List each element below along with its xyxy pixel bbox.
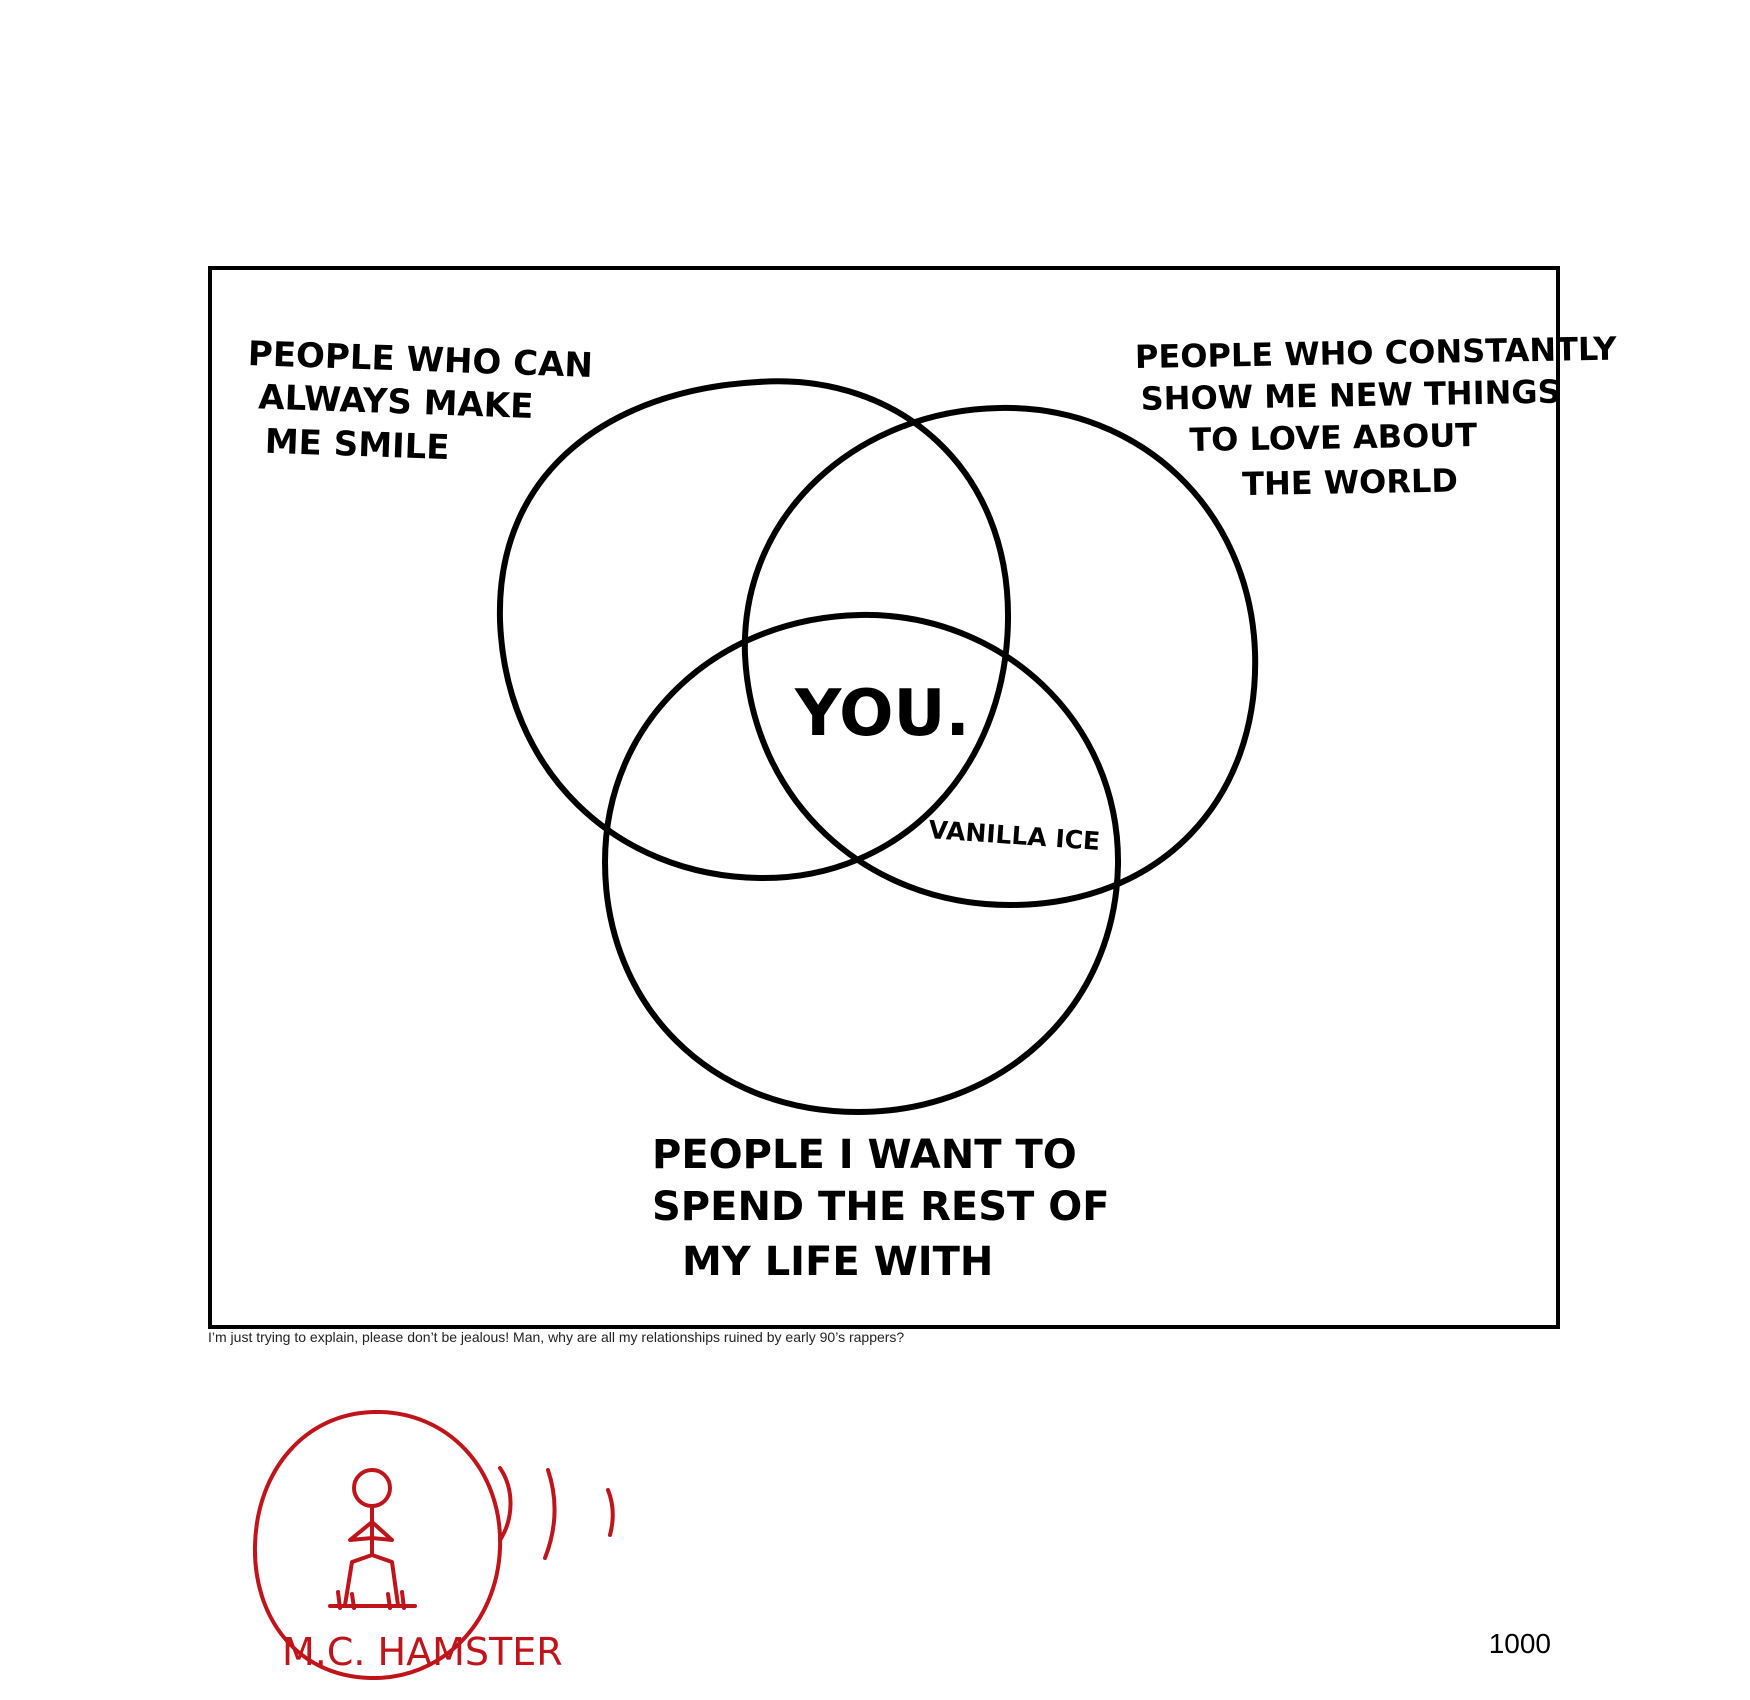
venn-label-rest-of-life: PEOPLE I WANT TO SPEND THE REST OF MY LI…: [652, 1132, 1123, 1285]
page-number: 1000: [1489, 1628, 1551, 1659]
venn-diagram: [496, 378, 1259, 1115]
venn-label-new-things-line-4: THE WORLD: [1242, 461, 1458, 503]
venn-label-smile-line-3: ME SMILE: [264, 422, 450, 468]
venn-label-new-things-line-1: PEOPLE WHO CONSTANTLY: [1135, 330, 1618, 376]
motion-line-icon: [606, 1488, 615, 1537]
venn-center-label: YOU.: [794, 677, 970, 751]
venn-label-new-things-line-2: SHOW ME NEW THINGS: [1140, 373, 1561, 418]
venn-label-rest-of-life-line-1: PEOPLE I WANT TO: [652, 1132, 1077, 1178]
venn-circle-rest-of-life: [602, 611, 1122, 1115]
motion-line-icon: [543, 1468, 557, 1560]
hamster-logo: [252, 1409, 615, 1681]
venn-label-rest-of-life-line-2: SPEND THE REST OF: [652, 1184, 1110, 1230]
hamster-wheel-icon: [252, 1409, 503, 1681]
venn-label-new-things: PEOPLE WHO CONSTANTLY SHOW ME NEW THINGS…: [1135, 329, 1631, 505]
venn-label-rest-of-life-line-3: MY LIFE WITH: [682, 1239, 993, 1285]
caption-text: I’m just trying to explain, please don’t…: [208, 1329, 904, 1345]
stick-figure-head-icon: [352, 1468, 392, 1508]
venn-label-new-things-line-3: TO LOVE ABOUT: [1189, 416, 1477, 459]
venn-label-smile-line-2: ALWAYS MAKE: [258, 377, 534, 427]
panel-frame: [208, 266, 1560, 1329]
wheel-floor-icon: [328, 1590, 417, 1610]
stick-figure-body-icon: [343, 1504, 400, 1607]
venn-label-smile: PEOPLE WHO CAN ALWAYS MAKE ME SMILE: [244, 334, 605, 473]
hamster-logo-text: M.C. HAMSTER: [282, 1630, 563, 1674]
venn-circle-smile: [496, 378, 1012, 882]
venn-circle-new-things: [741, 404, 1259, 908]
motion-line-icon: [498, 1466, 513, 1542]
